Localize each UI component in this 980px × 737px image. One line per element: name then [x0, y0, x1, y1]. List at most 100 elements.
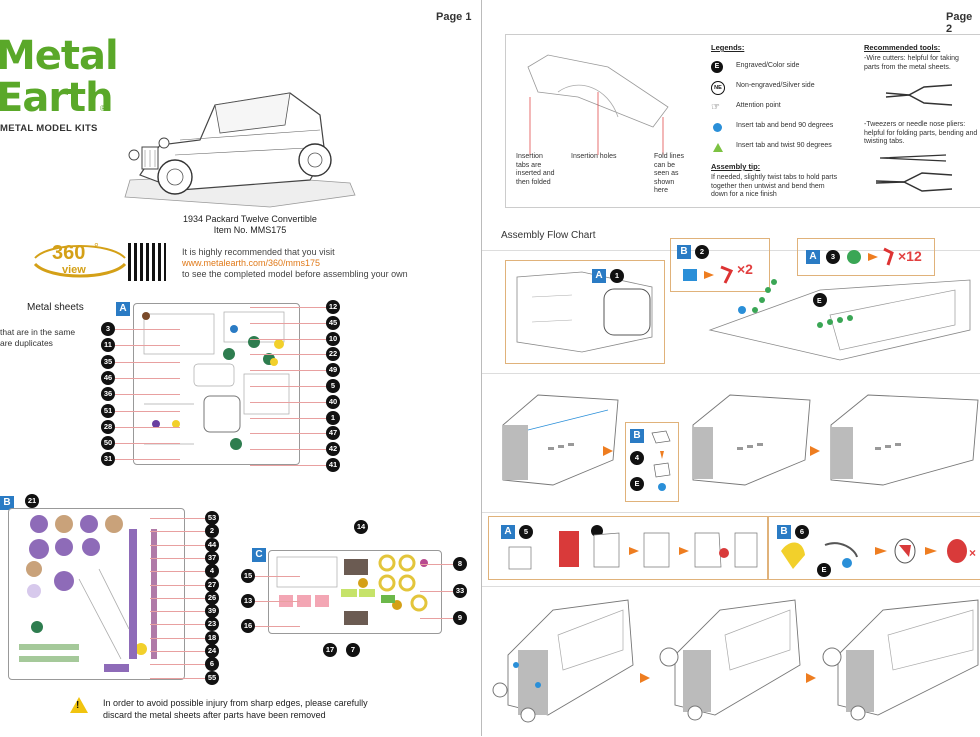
sheet-a-callout-part-number: 10 [326, 331, 340, 346]
step-1-part-number: 1 [610, 269, 624, 283]
flow-arrow-icon [806, 673, 816, 683]
step-3-part-number: 3 [826, 250, 840, 264]
flow-chart-title: Assembly Flow Chart [501, 230, 596, 241]
sheet-a-callout-leader-line [250, 386, 326, 387]
sheet-a-callout-leader-line [250, 465, 326, 466]
view-360-word: view [62, 264, 86, 276]
sheet-b-callout-part-number: 24 [205, 644, 219, 658]
body-assembly-stage-1 [502, 394, 619, 486]
sheet-c-callout-part-number: 9 [453, 611, 467, 625]
sheet-a-callout-leader-line [250, 338, 326, 340]
sheet-a-callout-leader-line [115, 426, 180, 428]
legend-attention-text: Attention point [736, 102, 781, 109]
step-4-part-number: 4 [630, 451, 644, 465]
sheet-c-callout-leader-line [420, 564, 453, 565]
sheet-c-callout-leader-line [255, 601, 300, 602]
sheet-c-callout-leader-line [255, 576, 300, 577]
warning-text: In order to avoid possible injury from s… [103, 697, 368, 721]
legend-engraved-text: Engraved/Color side [736, 62, 800, 69]
sheet-b-callout-leader-line [150, 611, 205, 613]
sheet-b-callout-leader-line [150, 664, 205, 666]
step-3-box: A 3 ×12 [797, 238, 935, 276]
step-6-sheet-tag: B [777, 525, 791, 539]
step-4-e-badge: E [630, 477, 644, 491]
logo-registered: ® [100, 104, 106, 113]
model-item-number: Item No. MMS175 [213, 225, 287, 235]
tweezers-icon [879, 154, 947, 162]
tools-title: Recommended tools: [864, 43, 941, 52]
tools-item-2: -Tweezers or needle nose pliers: helpful… [864, 121, 978, 145]
logo-metal: Metal [0, 33, 119, 79]
sheet-a-callout-leader-line [115, 361, 180, 363]
step-2-part-number: 2 [695, 245, 709, 259]
step-2-box: B 2 ×2 [670, 238, 770, 292]
step-3-count: ×12 [898, 248, 922, 264]
sheet-a-tag: A [116, 302, 130, 316]
sheet-a-callout-leader-line [115, 345, 180, 347]
sheet-b-callout-leader-line [150, 677, 205, 679]
sheet-c-callout-top: 14 [354, 520, 368, 534]
green-triangle-icon [713, 143, 723, 152]
legend-bend-text: Insert tab and bend 90 degrees [736, 122, 834, 129]
body-front-stage-2 [659, 599, 801, 721]
sheet-b-callout-part-number: 53 [205, 511, 219, 525]
warning-icon [70, 697, 88, 713]
metal-sheets-note: that are in the same are duplicates [0, 327, 75, 349]
label-fold-lines: Fold lines can be seen as shown here [654, 153, 684, 194]
step-3-sheet-tag: A [806, 250, 820, 264]
sheet-b-callout-part-number: 55 [205, 670, 219, 685]
recommend-text: It is highly recommended that you visit … [182, 247, 408, 280]
sheet-b-callout-leader-line [150, 651, 205, 652]
legend-item-non-engraved: NE Non-engraved/Silver side [711, 79, 871, 99]
metal-sheets-note-line1: that are in the same [0, 327, 76, 337]
sheet-b-callout-part-number: 2 [205, 524, 219, 539]
sheet-c-callout-part-number: 17 [323, 643, 337, 657]
sheet-b-callout-part-number: 37 [205, 550, 219, 565]
legend-item-engraved: E Engraved/Color side [711, 59, 871, 79]
sheet-a-callout-leader-line [250, 322, 326, 324]
sheet-c-callout-part-number: 33 [453, 584, 467, 598]
legend-item-bend: Insert tab and bend 90 degrees [711, 119, 871, 139]
logo-earth: Earth [0, 75, 114, 121]
model-name: 1934 Packard Twelve Convertible [183, 214, 317, 224]
sheet-b-callout-part-number: 27 [205, 577, 219, 592]
sheet-b-tag: B [0, 496, 14, 510]
page-divider [481, 0, 482, 736]
sheet-b-callout-leader-line [150, 571, 205, 573]
sheet-a-callout-leader-line [115, 394, 180, 396]
sheet-c-callout-part-number: 15 [241, 569, 255, 583]
sheet-b-callout-part-number: 44 [205, 537, 219, 552]
sheet-a-callout-leader-line [250, 401, 326, 403]
flow-arrow-icon [603, 446, 613, 456]
legends-list: E Engraved/Color side NE Non-engraved/Si… [711, 59, 871, 159]
sheet-c-callout-leader-line [420, 618, 453, 619]
metal-sheets-note-line2: are duplicates [0, 338, 53, 348]
page-2-label: Page 2 [946, 11, 973, 35]
label-insertion-holes: Insertion holes [571, 153, 617, 160]
pliers-icon [875, 172, 953, 192]
sheet-b-callout-leader-line [150, 518, 205, 519]
sheet-a-callout-part-number: 35 [101, 354, 115, 369]
sheet-a-callout-part-number: 5 [326, 379, 340, 393]
sheet-a-callout-part-number: 46 [101, 370, 115, 385]
recommend-line3: to see the completed model before assemb… [182, 269, 408, 279]
sheet-c-callout-part-number: 8 [453, 557, 467, 571]
sheet-a-callout-part-number: 41 [326, 458, 340, 472]
sheet-a-callout-part-number: 45 [326, 315, 340, 330]
sheet-a-callout-leader-line [115, 443, 180, 445]
qr-code-icon [128, 243, 166, 281]
step-4-sheet-tag: B [630, 429, 644, 443]
wire-cutters-icon [885, 84, 953, 106]
blue-dot-icon [713, 123, 722, 132]
step-4-box: B 4 E [625, 422, 679, 502]
recommend-link[interactable]: www.metalearth.com/360/mms175 [182, 258, 321, 268]
warning-line1: In order to avoid possible injury from s… [103, 698, 368, 708]
view-360-badge[interactable]: 360 ° view [30, 240, 130, 278]
sheet-a-callout-leader-line [250, 370, 326, 372]
sheet-a-callout-leader-line [250, 417, 326, 419]
sheet-a-callout-leader-line [250, 307, 326, 308]
step-6-e-badge: E [817, 563, 831, 577]
sheet-a-callout-leader-line [250, 433, 326, 435]
sheet-b-callout-top: 21 [25, 494, 39, 508]
sheet-b-callout-part-number: 26 [205, 590, 219, 605]
